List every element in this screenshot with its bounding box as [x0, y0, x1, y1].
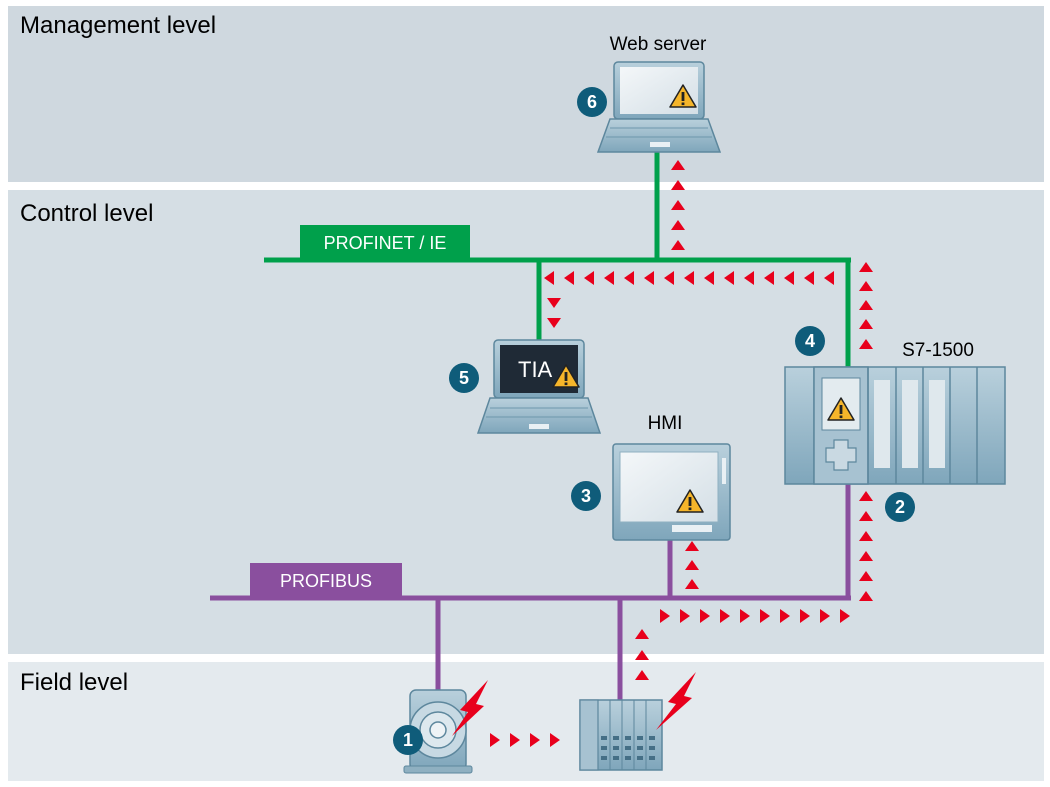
management-level-band — [8, 6, 1044, 182]
laptop-icon — [596, 61, 722, 153]
marker-2: 2 — [885, 492, 915, 522]
laptop-icon — [476, 339, 602, 434]
profinet-label-box — [300, 225, 470, 259]
motor-icon — [403, 689, 473, 774]
distributed-io — [579, 672, 696, 771]
control-level-label: Control level — [20, 200, 153, 227]
motor — [403, 680, 488, 774]
profinet-bus: PROFINET / IE — [264, 150, 851, 372]
marker-5-number: 5 — [459, 368, 469, 388]
marker-3-number: 3 — [581, 486, 591, 506]
hmi-label: HMI — [648, 413, 683, 434]
web-server-label: Web server — [610, 34, 707, 55]
tia-label: TIA — [518, 357, 553, 382]
marker-1-number: 1 — [403, 730, 413, 750]
profinet-label: PROFINET / IE — [324, 233, 447, 253]
marker-6-number: 6 — [587, 92, 597, 112]
hmi-panel: HMI — [612, 413, 731, 541]
management-level-label: Management level — [20, 12, 216, 39]
lightning-icon — [452, 680, 488, 736]
marker-2-number: 2 — [895, 497, 905, 517]
plc-label: S7-1500 — [902, 340, 974, 361]
lightning-icon — [656, 672, 696, 730]
tia-engineering-laptop: TIA — [476, 339, 602, 434]
web-server-laptop: Web server — [596, 34, 722, 153]
io-module-icon — [579, 699, 663, 771]
profibus-bus: PROFIBUS — [210, 484, 851, 700]
hmi-panel-icon — [612, 443, 731, 541]
marker-4-number: 4 — [805, 331, 815, 351]
marker-1: 1 — [393, 725, 423, 755]
field-level-band — [8, 662, 1044, 781]
marker-6: 6 — [577, 87, 607, 117]
marker-5: 5 — [449, 363, 479, 393]
marker-4: 4 — [795, 326, 825, 356]
marker-3: 3 — [571, 481, 601, 511]
profibus-label-box — [250, 563, 402, 597]
s7-1500-plc: S7-1500 — [784, 340, 1006, 485]
field-level-label: Field level — [20, 669, 128, 696]
profibus-label: PROFIBUS — [280, 571, 372, 591]
plc-rack-icon — [784, 366, 1006, 485]
